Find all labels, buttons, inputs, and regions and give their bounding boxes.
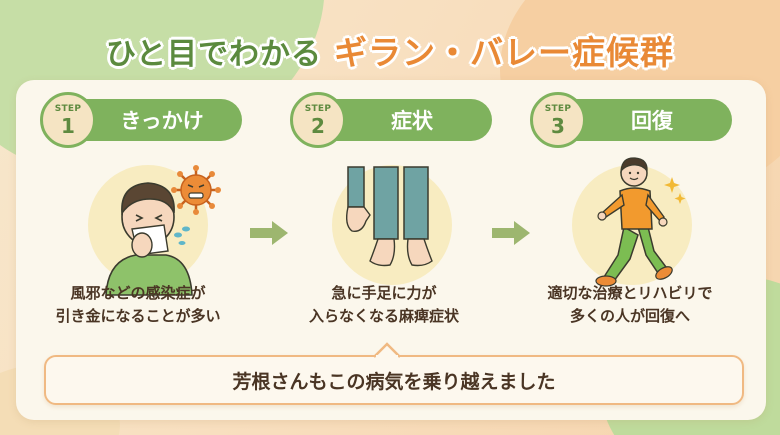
- description-line: 適切な治療とリハビリで: [547, 284, 713, 302]
- step-1: きっかけ STEP 1: [16, 80, 256, 420]
- title-prefix: ひと目でわかる: [105, 37, 323, 72]
- description-line: 風邪などの感染症が: [70, 284, 206, 302]
- summary-callout: 芳根さんもこの病気を乗り越えました: [44, 355, 744, 405]
- step-3: 回復 STEP 3: [506, 80, 746, 420]
- description-line: 多くの人が回復へ: [569, 307, 690, 325]
- callout-pointer: [374, 342, 400, 358]
- step-number: 1: [61, 113, 75, 138]
- limbs-icon: [345, 166, 433, 267]
- description-line: 入らなくなる麻痺症状: [308, 307, 459, 325]
- step-1-title: きっかけ: [120, 109, 204, 133]
- step-2-description: 急に手足に力が 入らなくなる麻痺症状: [254, 282, 514, 328]
- step-number: 3: [551, 113, 565, 138]
- step-label: STEP: [304, 103, 332, 114]
- step-2-title: 症状: [391, 109, 433, 133]
- step-2: 症状 STEP 2 急に手足に力が 入らなくなる麻痺症状: [266, 80, 506, 420]
- steps-card: きっかけ STEP 1: [16, 80, 766, 420]
- sneezing-person-illustration: [88, 165, 221, 296]
- walking-person-icon: [595, 157, 686, 287]
- description-line: 引き金になることが多い: [55, 307, 221, 325]
- title-main: ギラン・バレー症候群: [334, 33, 675, 72]
- step-3-title: 回復: [631, 109, 673, 133]
- description-line: 急に手足に力が: [331, 284, 437, 302]
- step-2-badge: STEP 2: [290, 92, 346, 148]
- arrow-right-icon: [492, 221, 530, 245]
- step-3-description: 適切な治療とリハビリで 多くの人が回復へ: [500, 282, 760, 328]
- arrow-right-icon: [250, 221, 288, 245]
- step-label: STEP: [544, 103, 572, 114]
- step-1-description: 風邪などの感染症が 引き金になることが多い: [8, 282, 268, 328]
- step-1-badge: STEP 1: [40, 92, 96, 148]
- walking-person-illustration: [572, 157, 692, 287]
- step-label: STEP: [54, 103, 82, 114]
- callout-text: 芳根さんもこの病気を乗り越えました: [232, 370, 556, 393]
- weak-limbs-illustration: [332, 165, 452, 285]
- sneezing-person-icon: [105, 165, 221, 296]
- step-3-badge: STEP 3: [530, 92, 586, 148]
- step-number: 2: [311, 113, 325, 138]
- page-title: ひと目でわかるギラン・バレー症候群: [0, 26, 780, 74]
